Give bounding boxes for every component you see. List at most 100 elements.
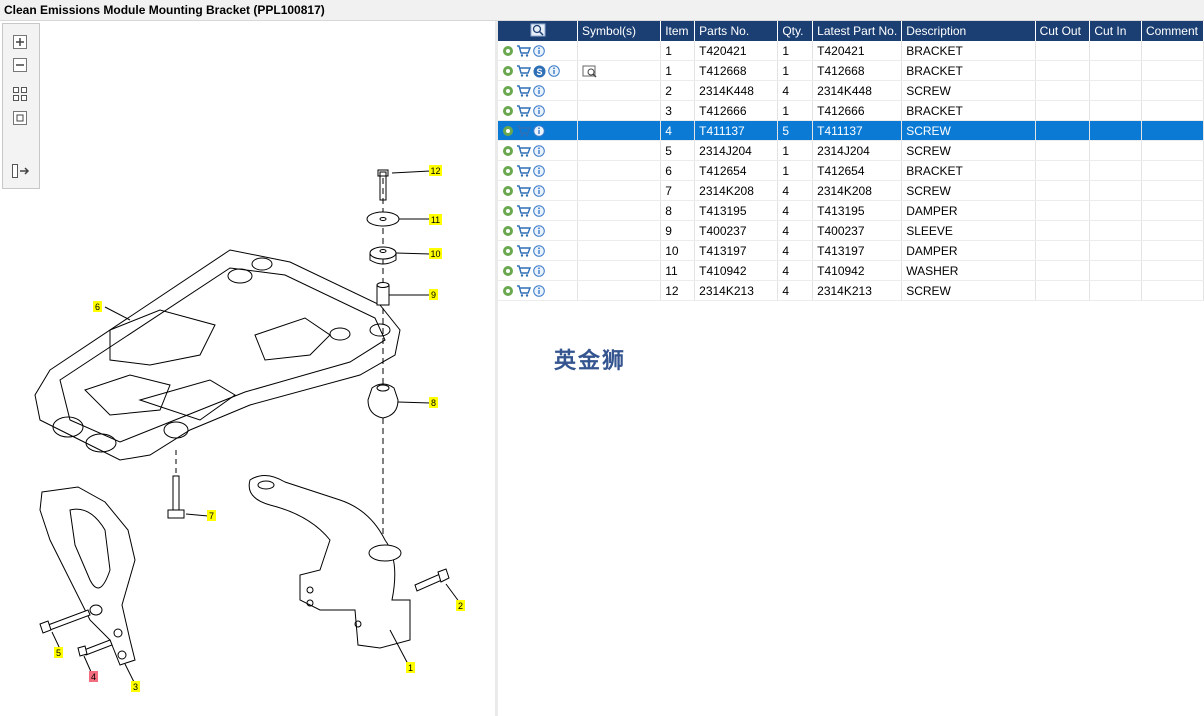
row-actions[interactable]	[498, 200, 579, 221]
callout-2[interactable]: 2	[456, 600, 465, 611]
row-comment	[1141, 220, 1204, 241]
row-actions[interactable]	[498, 160, 579, 181]
washer-11	[366, 211, 400, 227]
row-cut-in	[1089, 41, 1142, 61]
gear-icon	[503, 106, 513, 117]
col-symbols[interactable]: Symbol(s)	[577, 21, 662, 41]
row-cut-out	[1035, 260, 1091, 281]
col-qty[interactable]: Qty.	[777, 21, 814, 41]
col-item[interactable]: Item	[660, 21, 696, 41]
row-actions[interactable]	[498, 260, 579, 281]
row-symbols	[577, 260, 662, 281]
callout-1[interactable]: 1	[406, 662, 415, 673]
screw-5	[47, 609, 91, 631]
screw-2	[414, 573, 443, 592]
callout-label: 1	[408, 663, 413, 673]
col-comment[interactable]: Comment	[1141, 21, 1204, 41]
info-icon	[533, 145, 545, 158]
row-actions[interactable]	[498, 120, 579, 141]
row-cut-in	[1089, 140, 1142, 161]
search-column-header[interactable]	[498, 21, 579, 41]
row-cut-in	[1089, 100, 1142, 121]
row-symbols	[577, 41, 662, 61]
row-latest-part-no: 2314K213	[812, 280, 903, 301]
gear-icon	[503, 226, 513, 237]
col-parts-no[interactable]: Parts No.	[694, 21, 779, 41]
row-item: 1	[660, 41, 696, 61]
row-symbols	[577, 100, 662, 121]
row-latest-part-no: T411137	[812, 120, 903, 141]
row-latest-part-no: T410942	[812, 260, 903, 281]
row-actions[interactable]	[498, 240, 579, 261]
row-cut-out	[1035, 60, 1091, 81]
row-actions[interactable]	[498, 280, 579, 301]
row-cut-out	[1035, 100, 1091, 121]
fit-all-icon[interactable]	[13, 87, 27, 101]
fit-window-icon[interactable]	[13, 111, 27, 125]
row-comment	[1141, 180, 1204, 201]
row-description: DAMPER	[901, 200, 1036, 221]
row-description: WASHER	[901, 260, 1036, 281]
callout-4[interactable]: 4	[89, 671, 98, 682]
cart-icon	[517, 225, 531, 238]
callout-11[interactable]: 11	[429, 214, 442, 225]
search-icon[interactable]	[530, 23, 546, 37]
row-symbols	[577, 220, 662, 241]
panel-divider[interactable]	[495, 21, 498, 716]
cart-icon	[517, 245, 531, 258]
callout-7[interactable]: 7	[207, 510, 216, 521]
row-actions[interactable]	[498, 220, 579, 241]
row-qty: 4	[777, 280, 814, 301]
row-actions[interactable]	[498, 100, 579, 121]
col-cut-out[interactable]: Cut Out	[1035, 21, 1091, 41]
row-part-no: T410942	[694, 260, 779, 281]
callout-10[interactable]: 10	[429, 248, 442, 259]
window-titlebar: Clean Emissions Module Mounting Bracket …	[0, 0, 1204, 21]
info-icon	[533, 185, 545, 198]
zoom-out-icon[interactable]	[13, 58, 27, 72]
col-description[interactable]: Description	[901, 21, 1036, 41]
row-part-no: T412668	[694, 60, 779, 81]
callout-12[interactable]: 12	[429, 165, 442, 176]
col-cut-in[interactable]: Cut In	[1089, 21, 1142, 41]
callout-label: 10	[430, 249, 440, 259]
row-part-no: 2314J204	[694, 140, 779, 161]
row-item: 10	[660, 240, 696, 261]
col-latest-part-no[interactable]: Latest Part No.	[812, 21, 903, 41]
row-actions[interactable]	[498, 41, 579, 61]
callout-5[interactable]: 5	[54, 647, 63, 658]
row-actions[interactable]: S	[498, 60, 579, 81]
row-actions[interactable]	[498, 80, 579, 101]
row-part-no: T420421	[694, 41, 779, 61]
row-actions[interactable]	[498, 140, 579, 161]
callout-3[interactable]: 3	[131, 681, 140, 692]
parts-table: Symbol(s) Item Parts No. Qty. Latest Par…	[498, 21, 1204, 301]
bracket-1	[248, 475, 411, 649]
gear-icon	[503, 126, 513, 137]
info-icon	[533, 85, 545, 98]
panel-toggle-icon[interactable]	[12, 164, 30, 178]
row-actions[interactable]	[498, 180, 579, 201]
gear-icon	[503, 266, 513, 277]
callout-8[interactable]: 8	[429, 397, 438, 408]
callout-9[interactable]: 9	[429, 289, 438, 300]
row-cut-out	[1035, 280, 1091, 301]
callout-6[interactable]: 6	[93, 301, 102, 312]
row-part-no: 2314K208	[694, 180, 779, 201]
zoom-in-icon[interactable]	[13, 35, 27, 49]
row-cut-in	[1089, 60, 1142, 81]
